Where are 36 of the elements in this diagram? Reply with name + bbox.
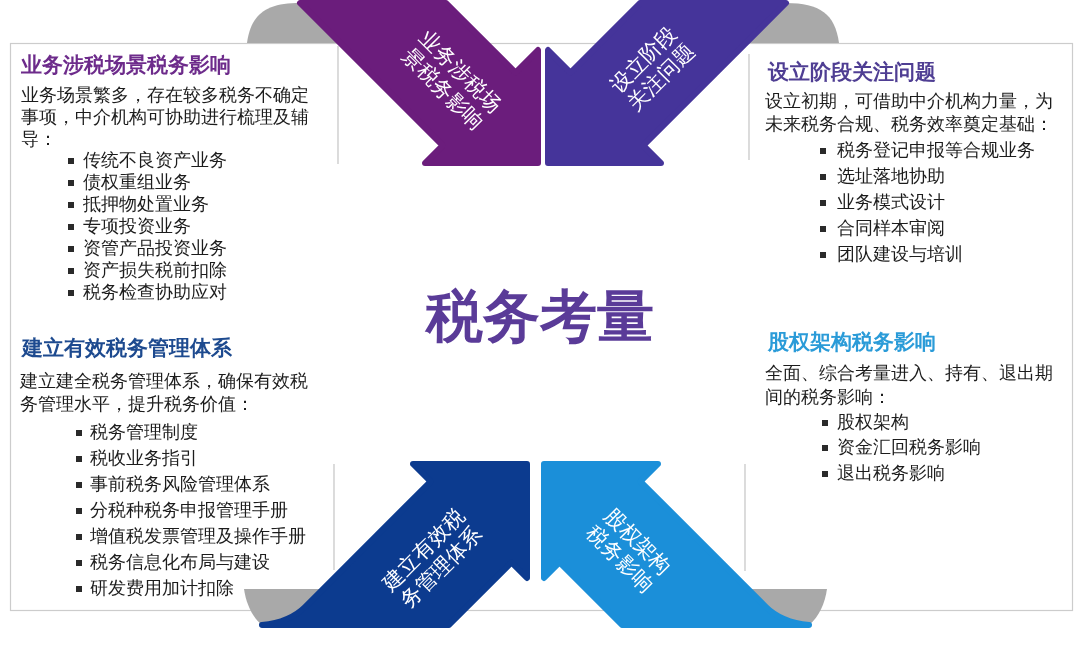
section-text: 全面、综合考量进入、持有、退出期间的税务影响： (765, 362, 1054, 409)
list-item: 研发费用加计扣除 (90, 578, 234, 600)
list-item: 团队建设与培训 (837, 244, 963, 266)
section-heading: 设立阶段关注问题 (768, 59, 936, 85)
list-item: 增值税发票管理及操作手册 (90, 526, 306, 548)
list-item: 抵押物处置业务 (83, 194, 209, 216)
list-item: 事前税务风险管理体系 (90, 474, 270, 496)
list-item: 专项投资业务 (83, 216, 191, 238)
list-item: 传统不良资产业务 (83, 150, 227, 172)
list-item: 税务检查协助应对 (83, 282, 227, 304)
list-item: 业务模式设计 (837, 192, 945, 214)
section-text: 业务场景繁多，存在较多税务不确定事项，中介机构可协助进行梳理及辅导： (21, 84, 310, 150)
list-item: 税务管理制度 (90, 422, 198, 444)
arrow-label: 股权架构税务影响 (581, 502, 677, 599)
list-item: 选址落地协助 (837, 166, 945, 188)
list-item: 税务信息化布局与建设 (90, 552, 270, 574)
list-item: 资产损失税前扣除 (83, 260, 227, 282)
list-item: 税收业务指引 (90, 448, 198, 470)
arrow-label: 设立阶段关注问题 (604, 20, 700, 117)
section-text: 建立建全税务管理体系，确保有效税务管理水平，提升税务价值： (20, 370, 309, 416)
section-heading: 业务涉税场景税务影响 (21, 52, 231, 78)
list-item: 税务登记申报等合规业务 (837, 140, 1035, 162)
list-item: 分税种税务申报管理手册 (90, 500, 288, 522)
section-heading: 建立有效税务管理体系 (22, 335, 232, 361)
arrow-label: 业务涉税场景税务影响 (396, 24, 508, 137)
arrow-label: 建立有效税务管理体系 (376, 502, 488, 615)
list-item: 股权架构 (837, 411, 909, 434)
list-item: 合同样本审阅 (837, 218, 945, 240)
list-item: 债权重组业务 (83, 172, 191, 194)
section-heading: 股权架构税务影响 (768, 329, 936, 355)
list-item: 资金汇回税务影响 (837, 437, 981, 460)
list-item: 资管产品投资业务 (83, 238, 227, 260)
diagram-title: 税务考量 (426, 284, 654, 348)
section-text: 设立初期，可借助中介机构力量，为未来税务合规、税务效率奠定基础： (765, 90, 1054, 136)
list-item: 退出税务影响 (837, 462, 945, 485)
arrow-banner (541, 461, 827, 628)
